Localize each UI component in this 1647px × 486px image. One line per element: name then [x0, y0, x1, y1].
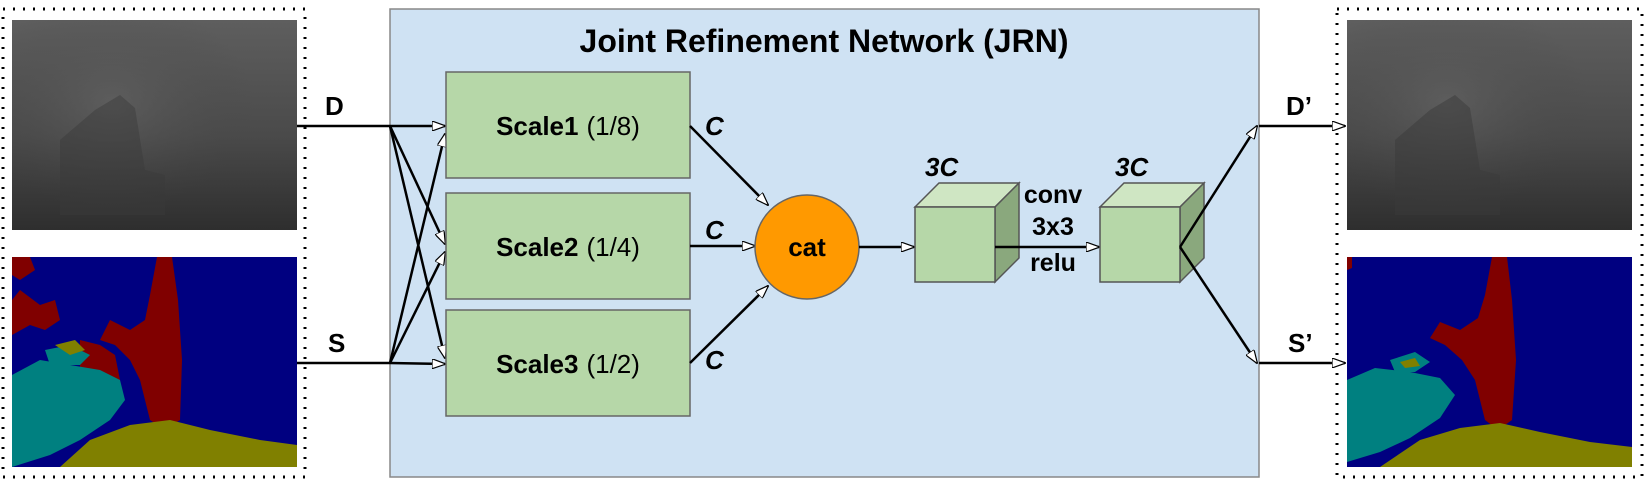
cube1-channel-label: 3C: [925, 152, 959, 182]
depth-input-label: D: [325, 91, 344, 121]
seg-output-label: S’: [1288, 328, 1313, 358]
feature-cube-1: [913, 181, 1021, 284]
svg-text:Scale1(1/8): Scale1 (1/8): [496, 111, 640, 141]
s-to-scale1-arrow: [388, 134, 445, 364]
scale2-block: Scale2 (1/4): [445, 192, 691, 300]
cube2-to-depth-out-arrow: [1178, 126, 1257, 248]
svg-text:Scale2(1/4): Scale2 (1/4): [496, 232, 640, 262]
concat-node: cat: [754, 194, 860, 300]
scale3-channel-label: C: [705, 345, 725, 375]
s-to-scale3-arrow: [389, 363, 445, 364]
d-to-scale2-arrow: [388, 125, 445, 244]
output-seg-image: [1347, 257, 1632, 467]
op-line-conv: conv: [1024, 181, 1082, 209]
scale1-fraction: (1/8): [586, 111, 639, 141]
svg-text:Scale3(1/2): Scale3 (1/2): [496, 349, 640, 379]
jrn-title: Joint Refinement Network (JRN): [580, 23, 1069, 59]
concat-label: cat: [788, 232, 826, 262]
op-line-activation: relu: [1030, 249, 1076, 277]
depth-output-label: D’: [1286, 91, 1312, 121]
s-to-scale2-arrow: [388, 252, 445, 364]
scale3-fraction: (1/2): [586, 349, 639, 379]
scale1-to-cat-arrow: [689, 125, 768, 205]
scale2-fraction: (1/4): [586, 232, 639, 262]
input-frame: [1, 7, 307, 479]
scale2-name: Scale2: [496, 232, 578, 262]
scale3-to-cat-arrow: [689, 286, 768, 364]
cube2-to-seg-out-arrow: [1178, 246, 1257, 363]
scale2-channel-label: C: [705, 215, 725, 245]
input-depth-image: [12, 20, 297, 230]
scale1-channel-label: C: [705, 111, 725, 141]
scale1-name: Scale1: [496, 111, 578, 141]
scale3-block: Scale3 (1/2): [445, 309, 691, 417]
output-frame: [1335, 7, 1644, 479]
input-seg-image: [12, 257, 297, 467]
d-to-scale3-arrow: [388, 125, 445, 358]
op-line-kernel: 3x3: [1032, 213, 1074, 241]
scale3-name: Scale3: [496, 349, 578, 379]
scale1-block: Scale1 (1/8): [445, 71, 691, 179]
cube2-channel-label: 3C: [1115, 152, 1149, 182]
output-depth-image: [1347, 20, 1632, 230]
seg-input-label: S: [328, 328, 345, 358]
